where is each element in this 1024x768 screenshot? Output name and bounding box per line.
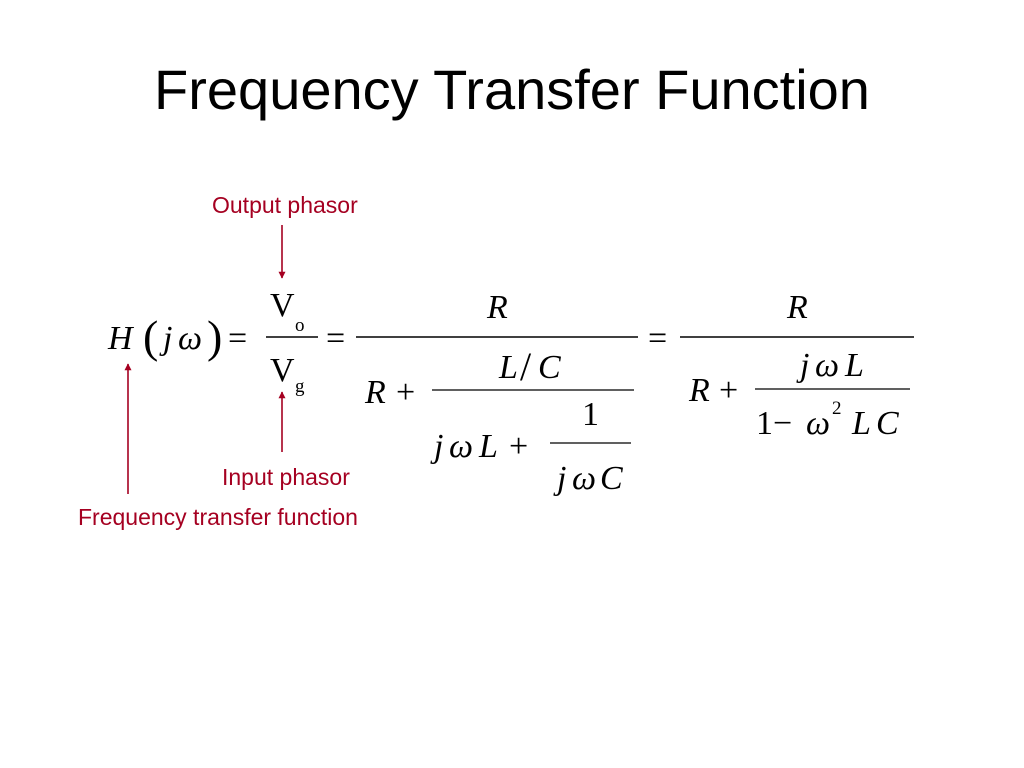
eq-form3-den-plus: +: [719, 372, 738, 409]
eq-form3-jwL-L: L: [844, 347, 864, 384]
eq-close-paren: ): [207, 311, 222, 362]
eq-form3-exponent: 2: [832, 398, 842, 419]
eq-form2-den-R: R: [364, 374, 386, 411]
eq-form2-inner-plus: +: [509, 428, 528, 465]
eq-Vg-V: V: [270, 352, 295, 389]
eq-Vo-sub: o: [295, 315, 305, 336]
eq-form3-L: L: [851, 405, 871, 442]
eq-form2-slash: /: [520, 344, 532, 389]
eq-form3-jwL-omega: ω: [815, 347, 839, 384]
eq-omega: ω: [178, 320, 202, 357]
eq-form3-jwL-j: j: [796, 347, 809, 384]
eq-form3-minus: −: [773, 405, 792, 442]
eq-form2-jwL-j: j: [430, 428, 443, 465]
eq-form2-jwC-omega: ω: [572, 460, 596, 497]
frequency-transfer-function-label: Frequency transfer function: [78, 504, 358, 530]
eq-form3-omega: ω: [806, 405, 830, 442]
eq-form3-num-R: R: [786, 289, 808, 326]
eq-equals-3: =: [648, 320, 667, 357]
eq-Vo-V: V: [270, 287, 295, 324]
eq-form2-L: L: [498, 349, 518, 386]
eq-form2-jwC-C: C: [600, 460, 623, 497]
output-phasor-label: Output phasor: [212, 192, 358, 218]
eq-form2-C: C: [538, 349, 561, 386]
eq-Vg-sub: g: [295, 376, 305, 397]
eq-equals-1: =: [228, 320, 247, 357]
eq-form2-jwL-omega: ω: [449, 428, 473, 465]
eq-form2-jwC-j: j: [553, 460, 566, 497]
eq-j: j: [159, 320, 172, 357]
input-phasor-label: Input phasor: [222, 464, 350, 490]
eq-form2-den-plus: +: [396, 374, 415, 411]
eq-form2-num-R: R: [486, 289, 508, 326]
eq-form2-one: 1: [582, 396, 599, 433]
slide-title: Frequency Transfer Function: [154, 58, 870, 121]
eq-form3-C: C: [876, 405, 899, 442]
eq-form3-den-R: R: [688, 372, 710, 409]
eq-H: H: [107, 320, 135, 357]
eq-open-paren: (: [143, 311, 158, 362]
eq-form3-one: 1: [756, 405, 773, 442]
eq-equals-2: =: [326, 320, 345, 357]
eq-form2-jwL-L: L: [478, 428, 498, 465]
